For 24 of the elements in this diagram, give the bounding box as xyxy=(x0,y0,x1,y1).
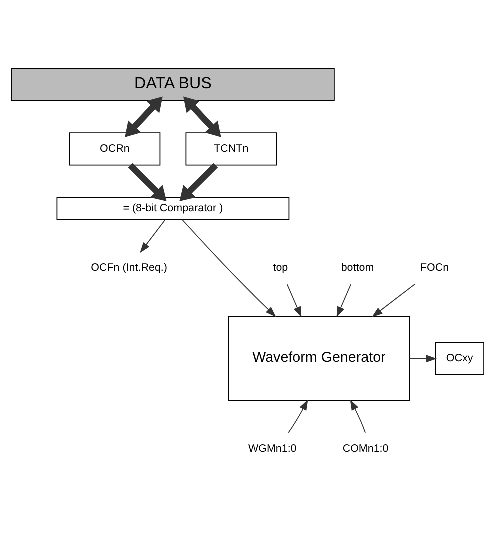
node-box: TCNTn xyxy=(186,132,278,166)
node-box: OCxy xyxy=(435,342,484,376)
node-text: WGMn1:0 xyxy=(248,443,297,456)
arrow xyxy=(125,96,163,138)
arrow xyxy=(350,400,366,434)
arrow xyxy=(372,284,416,318)
arrow xyxy=(288,400,308,434)
node-text: OCFn (Int.Req.) xyxy=(91,262,168,274)
node-text: COMn1:0 xyxy=(342,443,389,456)
arrow xyxy=(140,220,166,254)
node-box: = (8-bit Comparator ) xyxy=(56,197,290,220)
node-text: FOCn xyxy=(420,262,450,274)
arrow xyxy=(128,163,167,202)
node-box: OCRn xyxy=(69,132,161,166)
node-box: Waveform Generator xyxy=(228,316,410,402)
node-text: top xyxy=(273,262,288,274)
arrow xyxy=(336,284,352,318)
node-text: bottom xyxy=(341,262,374,274)
arrow xyxy=(182,220,276,318)
node-box: DATA BUS xyxy=(12,68,335,102)
arrow xyxy=(184,96,222,138)
arrow xyxy=(409,355,437,363)
arrow xyxy=(286,284,302,318)
arrow xyxy=(180,163,218,202)
